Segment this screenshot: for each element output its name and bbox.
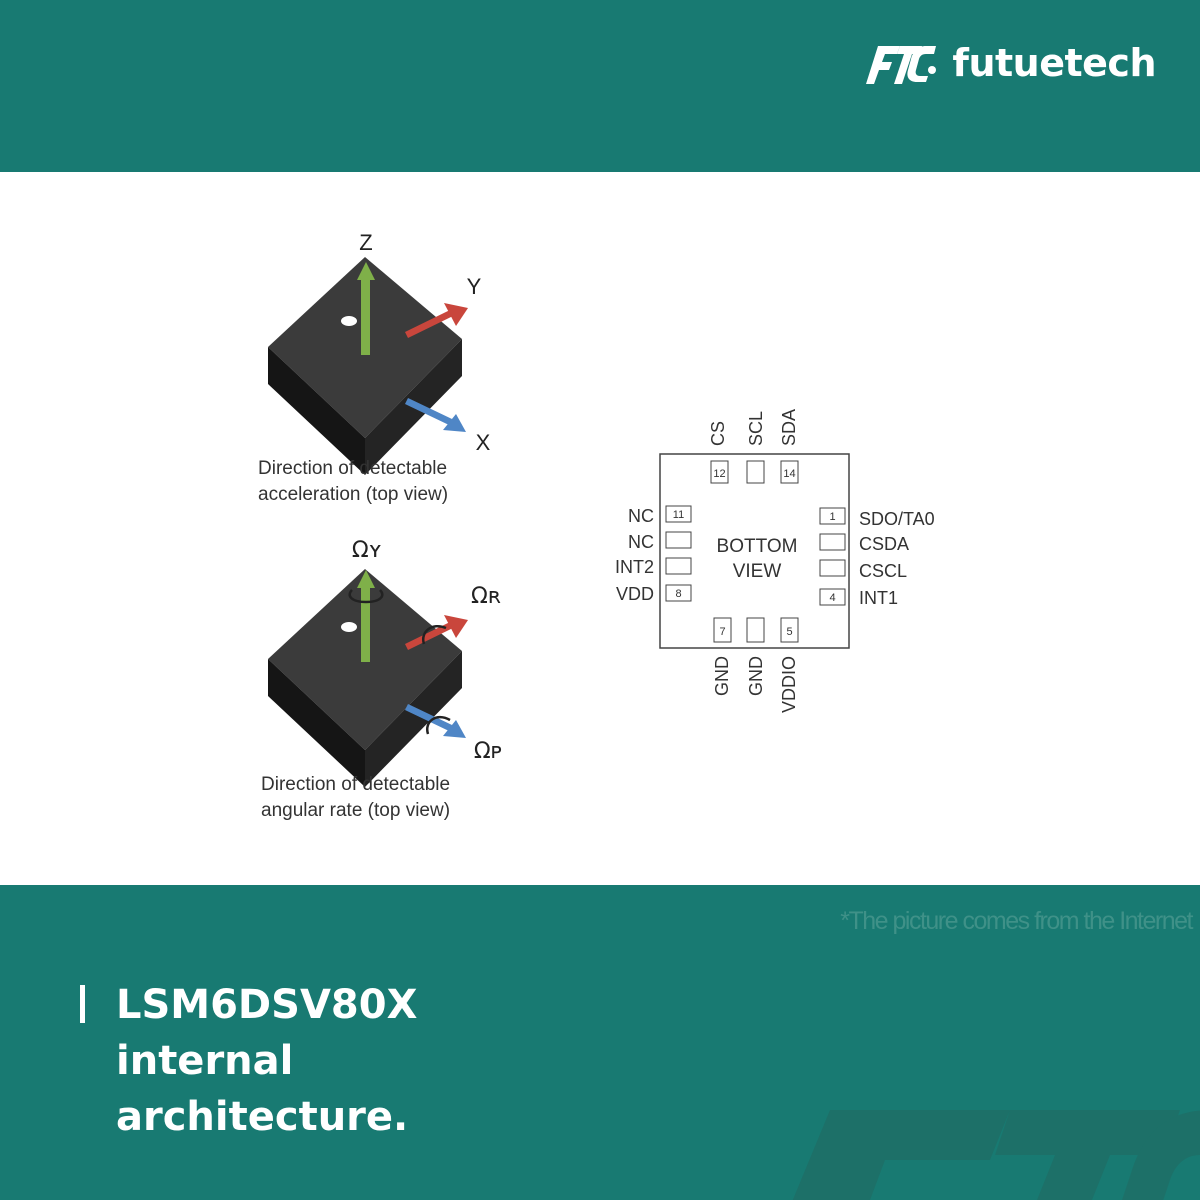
pin-right-sdo-ta0: 1 SDO/TA0 bbox=[819, 507, 935, 529]
pin-label-cscl: CSCL bbox=[859, 561, 907, 581]
gyro-roll-label: Ωʀ bbox=[471, 584, 501, 609]
accel-x-arrow bbox=[405, 398, 466, 432]
svg-text:11: 11 bbox=[673, 509, 684, 521]
svg-text:5: 5 bbox=[786, 626, 792, 638]
footer: *The picture comes from the Internet LSM… bbox=[0, 885, 1200, 1200]
image-credit: *The picture comes from the Internet bbox=[840, 907, 1193, 935]
pin-label-csda: CSDA bbox=[859, 534, 909, 554]
caption-line-2: internal bbox=[116, 1038, 294, 1084]
caption-line-1: LSM6DSV80X bbox=[116, 982, 418, 1028]
pin-label-sda: SDA bbox=[779, 409, 799, 446]
accel-y-arrow bbox=[405, 303, 468, 338]
svg-text:4: 4 bbox=[829, 592, 835, 604]
gyro-yaw-arrow bbox=[348, 570, 384, 662]
gyro-pitch-label: Ωᴘ bbox=[474, 739, 502, 764]
pin-top-sda: 14 SDA bbox=[779, 409, 799, 484]
pin-right-csda: CSDA bbox=[819, 533, 909, 554]
pin-left-int2: INT2 bbox=[615, 557, 692, 577]
package-center-line2: VIEW bbox=[733, 561, 782, 582]
pin-left-vdd: 8 VDD bbox=[616, 584, 692, 604]
accel-caption-line1: Direction of detectable bbox=[258, 458, 447, 479]
accel-z-arrow bbox=[357, 262, 375, 355]
svg-text:7: 7 bbox=[719, 626, 725, 638]
pin-bottom-gnd-2: GND bbox=[746, 617, 766, 696]
pin-bottom-gnd-1: 7 GND bbox=[712, 617, 732, 696]
accel-x-label: X bbox=[476, 430, 491, 455]
sensor-diagram: Z Y X Direction of detectable accelerati… bbox=[258, 230, 935, 821]
pin-label-vdd: VDD bbox=[616, 584, 654, 604]
package-outline bbox=[659, 453, 850, 649]
package-center-line1: BOTTOM bbox=[717, 536, 798, 557]
futuetech-logo-icon bbox=[866, 46, 937, 84]
caption: LSM6DSV80X internal architecture. bbox=[116, 977, 636, 1145]
gyro-pitch-arrow bbox=[405, 704, 466, 738]
pin-label-int2: INT2 bbox=[615, 557, 654, 577]
pin-label-gnd-1: GND bbox=[712, 656, 732, 696]
pin-right-int1: 4 INT1 bbox=[819, 588, 898, 608]
accel-z-label: Z bbox=[359, 230, 372, 255]
brand-logo[interactable]: futuetech bbox=[864, 40, 1156, 86]
accel-y-label: Y bbox=[467, 274, 482, 299]
pin-label-vddio: VDDIO bbox=[779, 656, 799, 713]
watermark-logo-icon bbox=[792, 1110, 1200, 1200]
pin-label-gnd-2: GND bbox=[746, 656, 766, 696]
gyro-caption-line1: Direction of detectable bbox=[261, 774, 450, 795]
pin-top-cs: 12 CS bbox=[708, 421, 729, 484]
pin-top-scl: SCL bbox=[746, 411, 766, 484]
diagram-panel: Z Y X Direction of detectable accelerati… bbox=[0, 172, 1200, 885]
pin-left-nc-2: NC bbox=[628, 531, 692, 552]
svg-text:1: 1 bbox=[829, 511, 835, 523]
gyro-yaw-label: Ωʏ bbox=[352, 538, 382, 563]
package-pinout: BOTTOM VIEW 12 CS SCL 14 SDA bbox=[615, 409, 935, 713]
caption-accent-bar bbox=[80, 985, 85, 1023]
pin-right-cscl: CSCL bbox=[819, 559, 907, 581]
svg-text:14: 14 bbox=[783, 468, 795, 480]
brand-name: futuetech bbox=[952, 41, 1156, 85]
gyro-roll-arrow bbox=[405, 615, 468, 650]
svg-text:12: 12 bbox=[713, 468, 725, 480]
pin-label-int1: INT1 bbox=[859, 588, 898, 608]
accel-caption-line2: acceleration (top view) bbox=[258, 484, 448, 505]
pin-label-nc-2: NC bbox=[628, 532, 654, 552]
pin-label-cs: CS bbox=[708, 421, 728, 446]
pin-bottom-vddio: 5 VDDIO bbox=[779, 617, 799, 713]
pin-label-nc-1: NC bbox=[628, 506, 654, 526]
pin-label-sdo-ta0: SDO/TA0 bbox=[859, 509, 935, 529]
caption-line-3: architecture. bbox=[116, 1094, 409, 1140]
gyro-caption-line2: angular rate (top view) bbox=[261, 800, 450, 821]
pin-left-nc-1: 11 NC bbox=[628, 505, 692, 526]
pin-label-scl: SCL bbox=[746, 411, 766, 446]
header: futuetech bbox=[0, 0, 1200, 172]
svg-text:8: 8 bbox=[675, 588, 681, 600]
